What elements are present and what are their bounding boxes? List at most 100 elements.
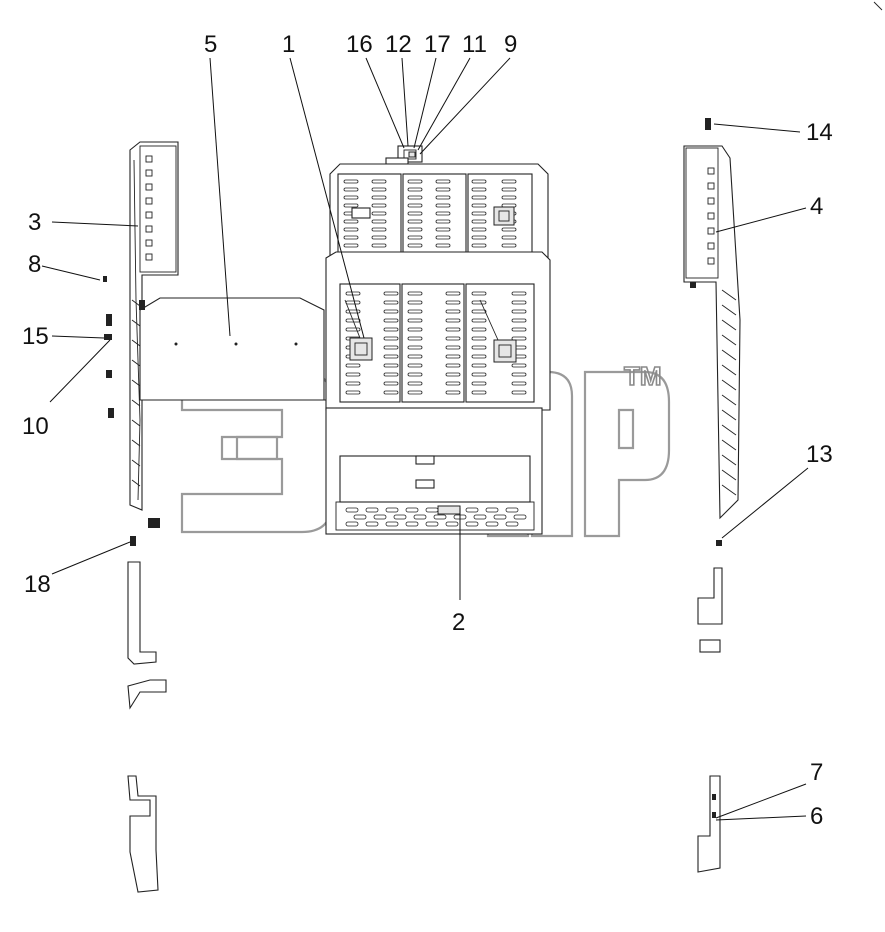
callout-15: 15 <box>22 323 49 350</box>
vent-slot <box>383 363 399 368</box>
vent-slot <box>471 309 487 314</box>
top-latch <box>385 145 423 165</box>
vent-hole <box>365 521 379 527</box>
vent-slot <box>445 336 461 341</box>
vent-slot <box>511 318 527 323</box>
vent-slot <box>445 309 461 314</box>
vent-slot <box>343 219 359 224</box>
vent-slot <box>445 291 461 296</box>
vent-hole <box>385 507 399 513</box>
vent-slot <box>383 318 399 323</box>
center-upper-panel <box>329 163 549 263</box>
vent-hole <box>345 507 359 513</box>
left-brackets <box>127 561 167 893</box>
vent-slot <box>407 318 423 323</box>
vent-slot <box>511 381 527 386</box>
vent-slot <box>511 372 527 377</box>
vent-slot <box>371 235 387 240</box>
panel-rib <box>131 419 141 427</box>
panel-rib <box>131 399 141 407</box>
vent-slot <box>435 203 451 208</box>
vent-hole <box>485 521 499 527</box>
vent-slot <box>343 195 359 200</box>
panel-tab <box>145 155 153 163</box>
vent-slot <box>445 300 461 305</box>
vent-slot <box>345 381 361 386</box>
vent-slot <box>471 227 487 232</box>
panel-rib <box>131 359 141 367</box>
vent-hole <box>505 507 519 513</box>
panel-rib <box>721 439 737 451</box>
vent-slot <box>435 179 451 184</box>
vent-slot <box>383 372 399 377</box>
center-bottom-box <box>325 407 543 535</box>
vent-hole <box>353 514 367 520</box>
vent-slot <box>471 327 487 332</box>
vent-slot <box>511 336 527 341</box>
vent-slot <box>345 363 361 368</box>
panel-rib <box>721 364 737 376</box>
vent-slot <box>407 187 423 192</box>
vent-slot <box>383 390 399 395</box>
vent-slot <box>471 211 487 216</box>
vent-slot <box>471 203 487 208</box>
panel-rib <box>131 319 141 327</box>
vent-slot <box>407 227 423 232</box>
vent-slot <box>471 336 487 341</box>
vent-slot <box>371 243 387 248</box>
vent-hole <box>373 514 387 520</box>
vent-slot <box>471 381 487 386</box>
vent-hole <box>405 521 419 527</box>
vent-slot <box>471 363 487 368</box>
vent-slot <box>471 318 487 323</box>
vent-slot <box>445 372 461 377</box>
vent-slot <box>407 211 423 216</box>
panel-rib <box>131 459 141 467</box>
vent-slot <box>371 203 387 208</box>
panel-tab <box>707 182 715 190</box>
vent-hole <box>345 521 359 527</box>
vent-hole <box>385 521 399 527</box>
panel-rib <box>721 394 737 406</box>
panel-rib <box>131 479 141 487</box>
vent-hole <box>473 514 487 520</box>
leader-lines <box>41 57 809 821</box>
vent-slot <box>343 179 359 184</box>
vent-slot <box>383 327 399 332</box>
vent-slot <box>407 354 423 359</box>
vent-slot <box>383 300 399 305</box>
callout-labels: 5 1 16 12 17 11 9 14 4 3 8 15 10 13 18 2… <box>22 31 833 830</box>
vent-slot <box>471 235 487 240</box>
vent-slot <box>345 309 361 314</box>
vent-slot <box>445 318 461 323</box>
vent-slot <box>471 187 487 192</box>
vent-slot <box>345 390 361 395</box>
vent-slot <box>445 345 461 350</box>
vent-slot <box>407 300 423 305</box>
panel-tab <box>707 242 715 250</box>
panel-tab <box>145 225 153 233</box>
panel-tab <box>707 167 715 175</box>
callout-3: 3 <box>28 209 41 236</box>
left-side-panel <box>129 141 179 511</box>
vent-slot <box>445 327 461 332</box>
right-side-panel <box>683 118 741 546</box>
vent-slot <box>407 327 423 332</box>
vent-slot <box>371 227 387 232</box>
panel-rib <box>721 304 737 316</box>
vent-slot <box>471 354 487 359</box>
panel-rib <box>721 424 737 436</box>
corner-mark <box>873 1 883 11</box>
vent-slot <box>383 345 399 350</box>
panel-tab <box>145 197 153 205</box>
callout-5: 5 <box>204 31 217 58</box>
panel-tab <box>145 211 153 219</box>
callout-7: 7 <box>810 759 823 786</box>
vent-slot <box>407 235 423 240</box>
vent-slot <box>511 291 527 296</box>
vent-slot <box>445 354 461 359</box>
panel-rib <box>131 379 141 387</box>
vent-slot <box>407 363 423 368</box>
vent-slot <box>445 390 461 395</box>
